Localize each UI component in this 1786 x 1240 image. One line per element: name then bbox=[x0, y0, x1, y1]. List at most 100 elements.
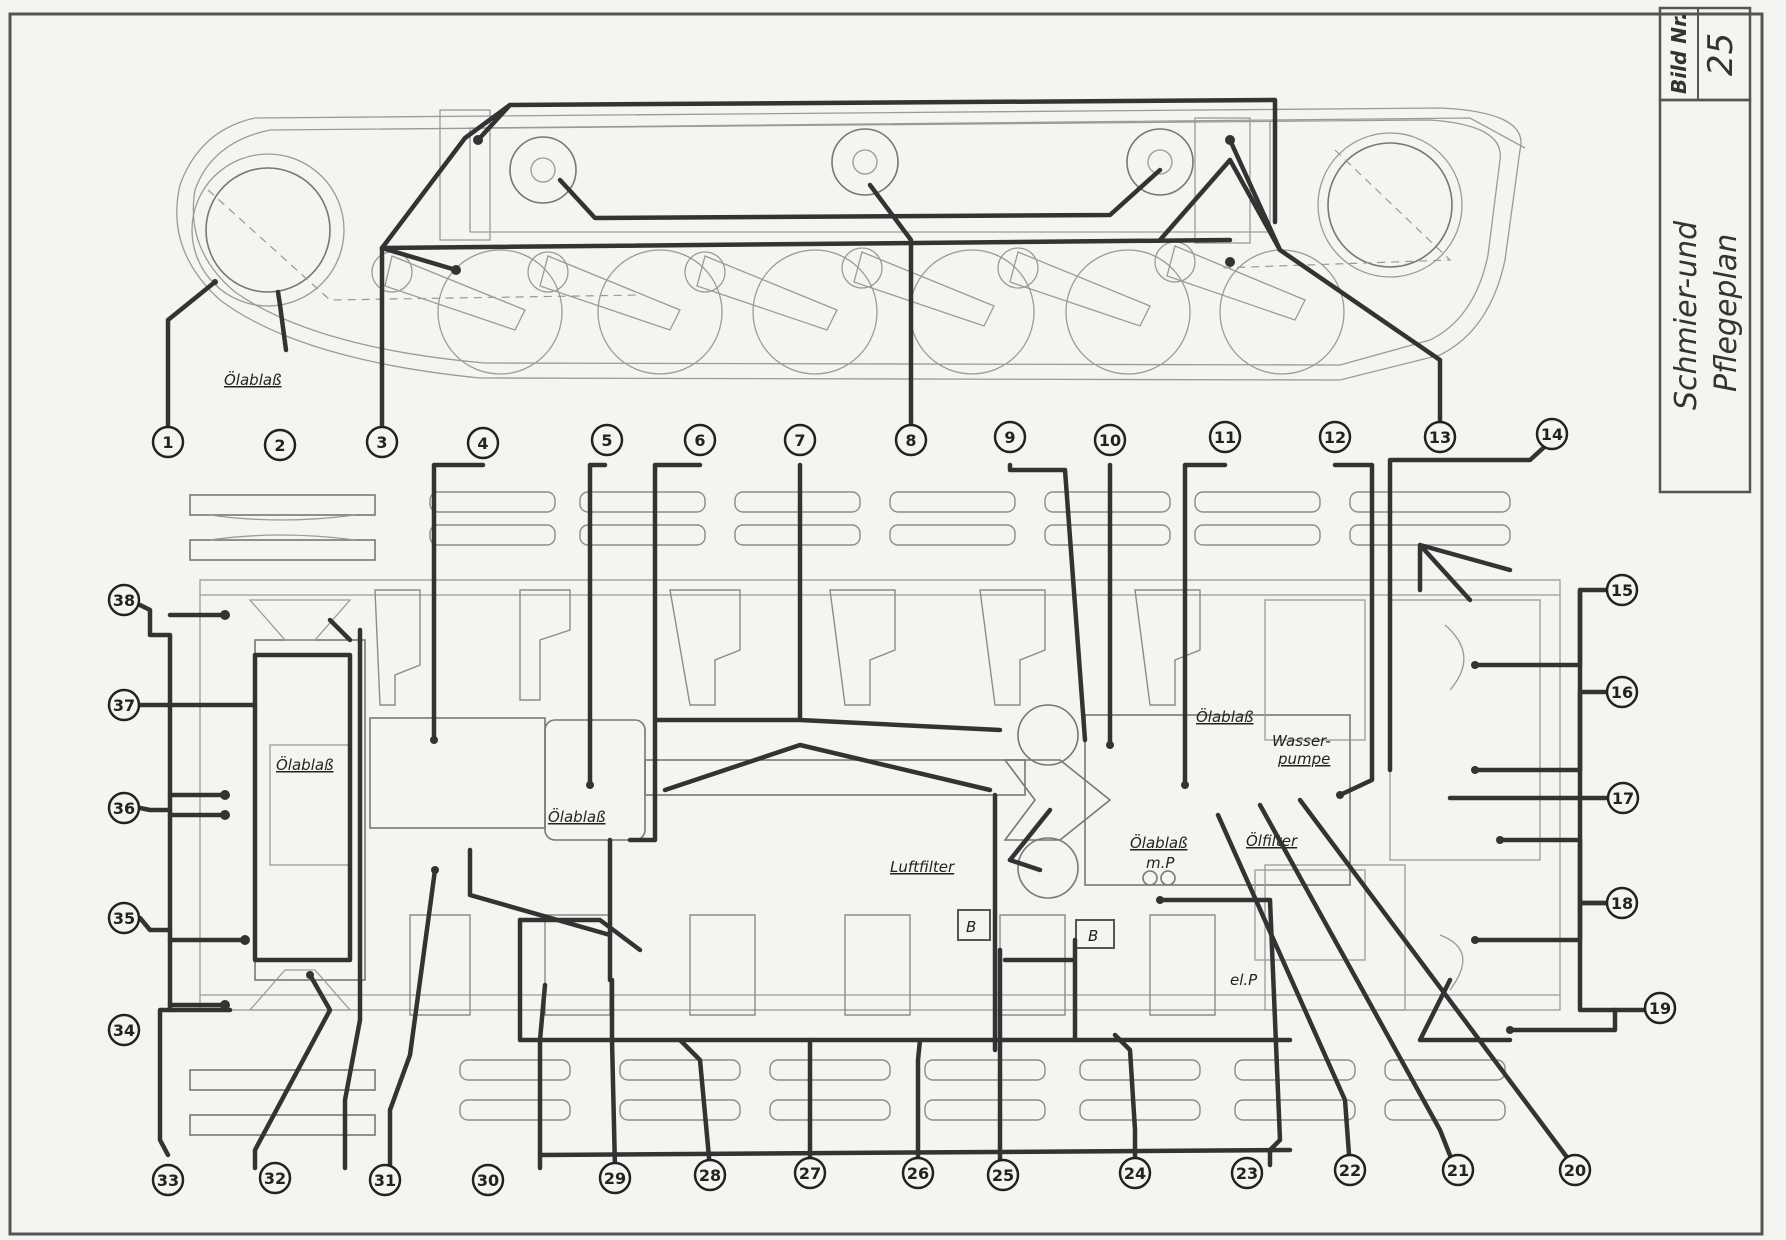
svg-text:32: 32 bbox=[264, 1169, 286, 1188]
svg-text:26: 26 bbox=[907, 1164, 929, 1183]
callout-14: 14 bbox=[1535, 417, 1569, 451]
oil-drain-label-left: Ölablaß bbox=[276, 755, 334, 774]
svg-text:31: 31 bbox=[374, 1171, 396, 1190]
callout-31: 31 bbox=[368, 1163, 402, 1197]
svg-text:36: 36 bbox=[113, 799, 135, 818]
callout-13: 13 bbox=[1423, 420, 1457, 454]
svg-text:9: 9 bbox=[1004, 428, 1015, 447]
callout-3: 3 bbox=[365, 425, 399, 459]
svg-text:4: 4 bbox=[477, 434, 488, 453]
side-view-leaders bbox=[165, 97, 1443, 448]
mp-label: m.P bbox=[1146, 854, 1175, 872]
oil-drain-label-engine: Ölablaß bbox=[1196, 707, 1254, 726]
callout-5: 5 bbox=[590, 423, 624, 457]
svg-text:35: 35 bbox=[113, 909, 135, 928]
callout-22: 22 bbox=[1333, 1153, 1367, 1187]
svg-text:13: 13 bbox=[1429, 428, 1451, 447]
svg-text:7: 7 bbox=[794, 431, 805, 450]
callout-38: 38 bbox=[107, 583, 141, 617]
water-pump-label-2: pumpe bbox=[1277, 750, 1330, 768]
callout-17: 17 bbox=[1606, 781, 1640, 815]
svg-text:2: 2 bbox=[274, 436, 285, 455]
svg-text:20: 20 bbox=[1564, 1161, 1586, 1180]
svg-text:24: 24 bbox=[1124, 1164, 1146, 1183]
callout-33: 33 bbox=[151, 1163, 185, 1197]
svg-text:37: 37 bbox=[113, 696, 135, 715]
callout-16: 16 bbox=[1605, 675, 1639, 709]
b-label-2: B bbox=[1088, 927, 1098, 945]
svg-text:38: 38 bbox=[113, 591, 135, 610]
plan-leaders bbox=[137, 437, 1648, 1171]
svg-text:27: 27 bbox=[799, 1164, 821, 1183]
plan-view-chassis bbox=[189, 491, 1561, 1136]
air-filter-label: Luftfilter bbox=[890, 858, 955, 876]
callout-12: 12 bbox=[1318, 420, 1352, 454]
callout-35: 35 bbox=[107, 901, 141, 935]
elp-label: el.P bbox=[1230, 971, 1258, 989]
bild-number: 25 bbox=[1701, 33, 1741, 76]
callout-36: 36 bbox=[107, 791, 141, 825]
callout-27: 27 bbox=[793, 1156, 827, 1190]
svg-text:15: 15 bbox=[1611, 581, 1633, 600]
b-label-1: B bbox=[966, 918, 976, 936]
callout-15: 15 bbox=[1605, 573, 1639, 607]
side-view-hull bbox=[176, 107, 1526, 381]
callout-8: 8 bbox=[894, 423, 928, 457]
bild-label: Bild Nr. bbox=[1667, 12, 1691, 94]
callout-1: 1 bbox=[151, 425, 185, 459]
oil-drain-label-lower: Ölablaß bbox=[1130, 833, 1188, 852]
title-block: Bild Nr. 25 Schmier-und Pflegeplan bbox=[1658, 6, 1752, 494]
callout-10: 10 bbox=[1093, 423, 1127, 457]
callout-20: 20 bbox=[1558, 1153, 1592, 1187]
callout-7: 7 bbox=[783, 423, 817, 457]
plan-labels: Ölablaß Ölablaß Ölablaß Ölablaß Luftfilt… bbox=[276, 707, 1331, 989]
svg-text:29: 29 bbox=[604, 1169, 626, 1188]
callout-6: 6 bbox=[683, 423, 717, 457]
callout-11: 11 bbox=[1208, 420, 1242, 454]
svg-text:6: 6 bbox=[694, 431, 705, 450]
callout-32: 32 bbox=[258, 1161, 292, 1195]
callouts: 1 2 3 4 5 6 7 8 9 10 11 12 13 14 15 16 1… bbox=[107, 417, 1677, 1197]
callout-29: 29 bbox=[598, 1161, 632, 1195]
svg-text:33: 33 bbox=[157, 1171, 179, 1190]
svg-text:28: 28 bbox=[699, 1166, 721, 1185]
svg-text:34: 34 bbox=[113, 1021, 135, 1040]
callout-34: 34 bbox=[107, 1013, 141, 1047]
svg-text:10: 10 bbox=[1099, 431, 1121, 450]
callout-30: 30 bbox=[471, 1163, 505, 1197]
callout-2: 2 bbox=[263, 428, 297, 462]
callout-26: 26 bbox=[901, 1156, 935, 1190]
callout-37: 37 bbox=[107, 688, 141, 722]
svg-text:11: 11 bbox=[1214, 428, 1236, 447]
b-box-1 bbox=[957, 909, 991, 941]
oil-drain-label-top: Ölablaß bbox=[224, 370, 282, 389]
svg-text:25: 25 bbox=[992, 1166, 1014, 1185]
callout-24: 24 bbox=[1118, 1156, 1152, 1190]
title-line-2: Pflegeplan bbox=[1709, 234, 1744, 392]
svg-text:22: 22 bbox=[1339, 1161, 1361, 1180]
callout-28: 28 bbox=[693, 1158, 727, 1192]
callout-21: 21 bbox=[1441, 1153, 1475, 1187]
svg-text:19: 19 bbox=[1649, 999, 1671, 1018]
svg-text:5: 5 bbox=[601, 431, 612, 450]
svg-text:14: 14 bbox=[1541, 425, 1563, 444]
callout-19: 19 bbox=[1643, 991, 1677, 1025]
callout-25: 25 bbox=[986, 1158, 1020, 1192]
svg-text:3: 3 bbox=[376, 433, 387, 452]
callout-9: 9 bbox=[993, 420, 1027, 454]
title-line-1: Schmier-und bbox=[1669, 220, 1704, 410]
svg-text:8: 8 bbox=[905, 431, 916, 450]
svg-text:12: 12 bbox=[1324, 428, 1346, 447]
callout-18: 18 bbox=[1605, 886, 1639, 920]
b-box-2 bbox=[1075, 919, 1115, 949]
water-pump-label-1: Wasser- bbox=[1272, 732, 1331, 750]
sheet-border bbox=[8, 12, 1764, 1236]
svg-text:18: 18 bbox=[1611, 894, 1633, 913]
oil-drain-label-center: Ölablaß bbox=[548, 807, 606, 826]
svg-text:1: 1 bbox=[162, 433, 173, 452]
callout-23: 23 bbox=[1230, 1156, 1264, 1190]
svg-text:16: 16 bbox=[1611, 683, 1633, 702]
svg-text:17: 17 bbox=[1612, 789, 1634, 808]
svg-text:30: 30 bbox=[477, 1171, 499, 1190]
